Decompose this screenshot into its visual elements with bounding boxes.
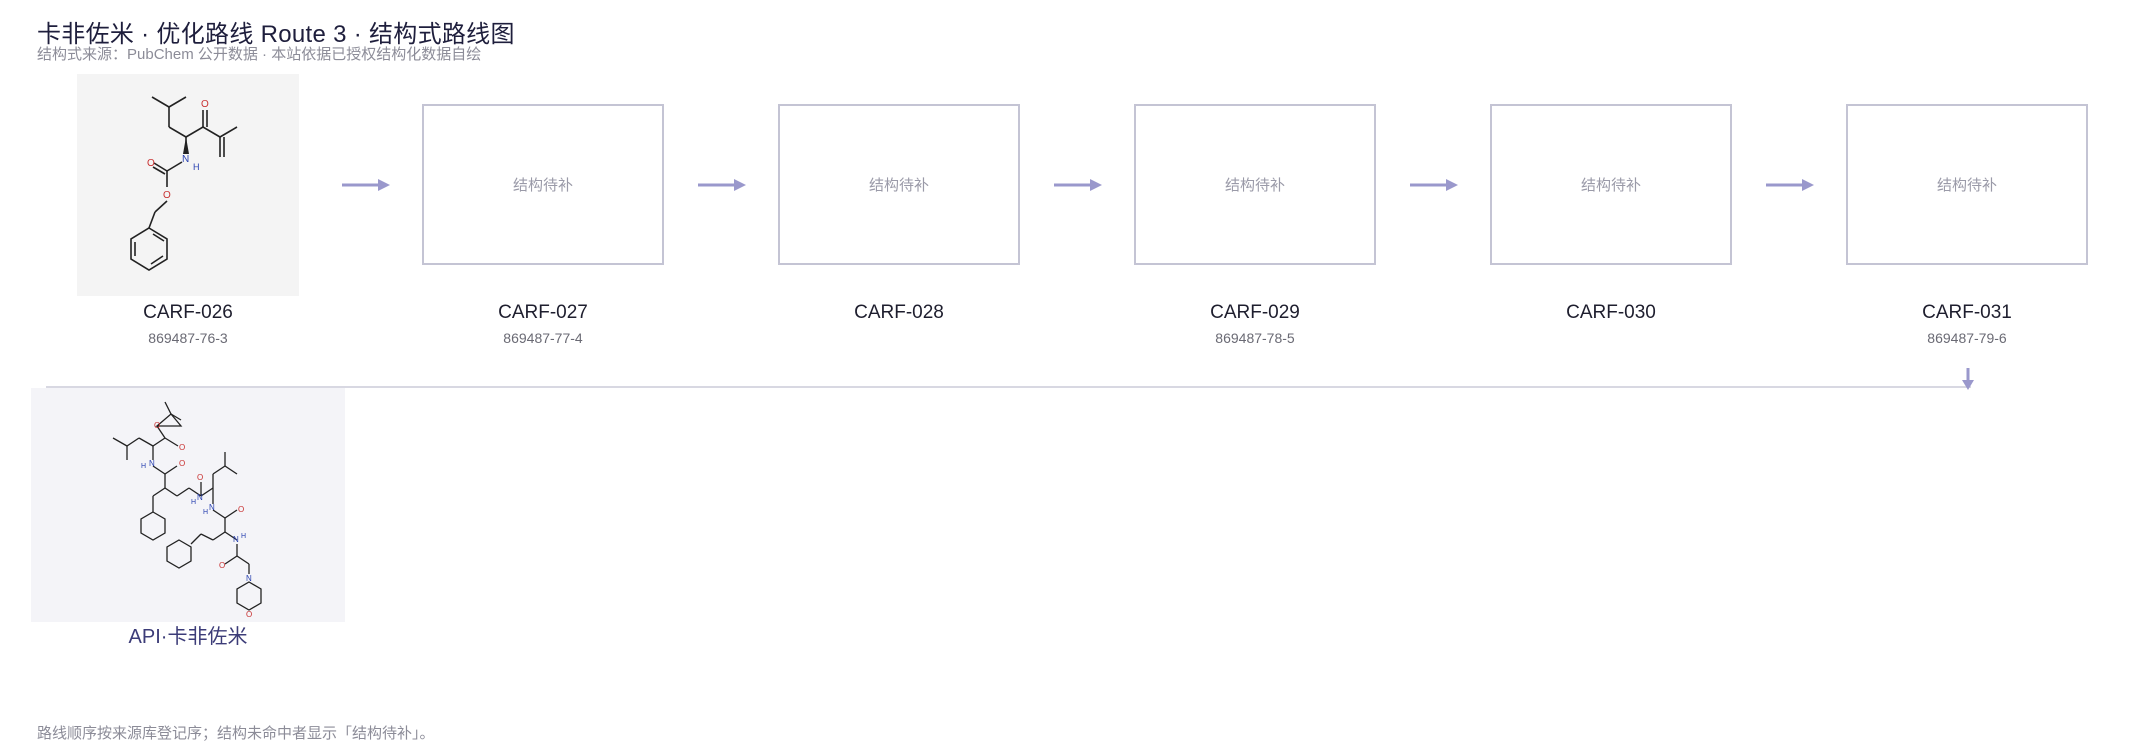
svg-text:O: O [179,443,185,452]
svg-text:N: N [149,459,155,468]
step-cas: 869487-76-3 [148,330,228,346]
svg-text:H: H [203,509,208,516]
svg-text:N: N [209,503,215,512]
step-cas: 869487-79-6 [1927,330,2007,346]
svg-text:O: O [219,561,225,570]
structure-placeholder: 结构待补 [1490,104,1732,265]
api-structure-image: O O N H O N H O N H O N H O N O [31,388,345,622]
route-arrow [698,179,746,191]
step-code: CARF-031 [1922,302,2012,323]
route-arrow [1410,179,1458,191]
svg-text:N: N [182,154,189,165]
page-subtitle: 结构式来源：PubChem 公开数据 · 本站依据已授权结构化数据自绘 [37,46,482,63]
placeholder-label: 结构待补 [512,177,573,194]
structure-placeholder: 结构待补 [1846,104,2088,265]
down-arrow-icon [1962,368,1974,390]
placeholder-label: 结构待补 [1936,177,1997,194]
step-cas: 869487-78-5 [1215,330,1295,346]
svg-text:O: O [197,473,203,482]
svg-text:N: N [246,574,252,583]
svg-text:N: N [197,493,203,502]
step-code: CARF-030 [1566,302,1656,323]
svg-text:N: N [233,535,239,544]
structure-placeholder: 结构待补 [422,104,664,265]
placeholder-label: 结构待补 [1580,177,1641,194]
page-title: 卡非佐米 · 优化路线 Route 3 · 结构式路线图 [37,21,515,48]
carf-026-structure-drawing: O N H O O [130,96,238,271]
svg-text:O: O [201,99,209,110]
svg-text:O: O [246,610,252,619]
svg-text:O: O [147,158,155,169]
route-divider [46,386,1971,388]
structure-placeholder: 结构待补 [778,104,1020,265]
svg-text:H: H [193,162,200,172]
svg-text:H: H [191,499,196,506]
step-code: CARF-027 [498,302,588,323]
api-label: API·卡非佐米 [128,626,248,648]
svg-text:H: H [141,463,146,470]
svg-text:O: O [179,459,185,468]
structure-placeholder: 结构待补 [1134,104,1376,265]
placeholder-label: 结构待补 [868,177,929,194]
step-code: CARF-026 [143,302,233,323]
route-arrow [1054,179,1102,191]
footnote: 路线顺序按来源库登记序；结构未命中者显示「结构待补」。 [37,725,435,742]
route-arrow [342,179,390,191]
step-code: CARF-029 [1210,302,1300,323]
step-cas: 869487-77-4 [503,330,583,346]
svg-text:O: O [154,421,160,430]
structure-image-carf-026: O N H O O [77,74,299,296]
route-arrow [1766,179,1814,191]
api-structure-drawing: O O N H O N H O N H O N H O N O [112,401,262,619]
svg-text:O: O [238,505,244,514]
step-code: CARF-028 [854,302,944,323]
svg-text:H: H [241,533,246,540]
placeholder-label: 结构待补 [1224,177,1285,194]
svg-text:O: O [163,190,171,201]
